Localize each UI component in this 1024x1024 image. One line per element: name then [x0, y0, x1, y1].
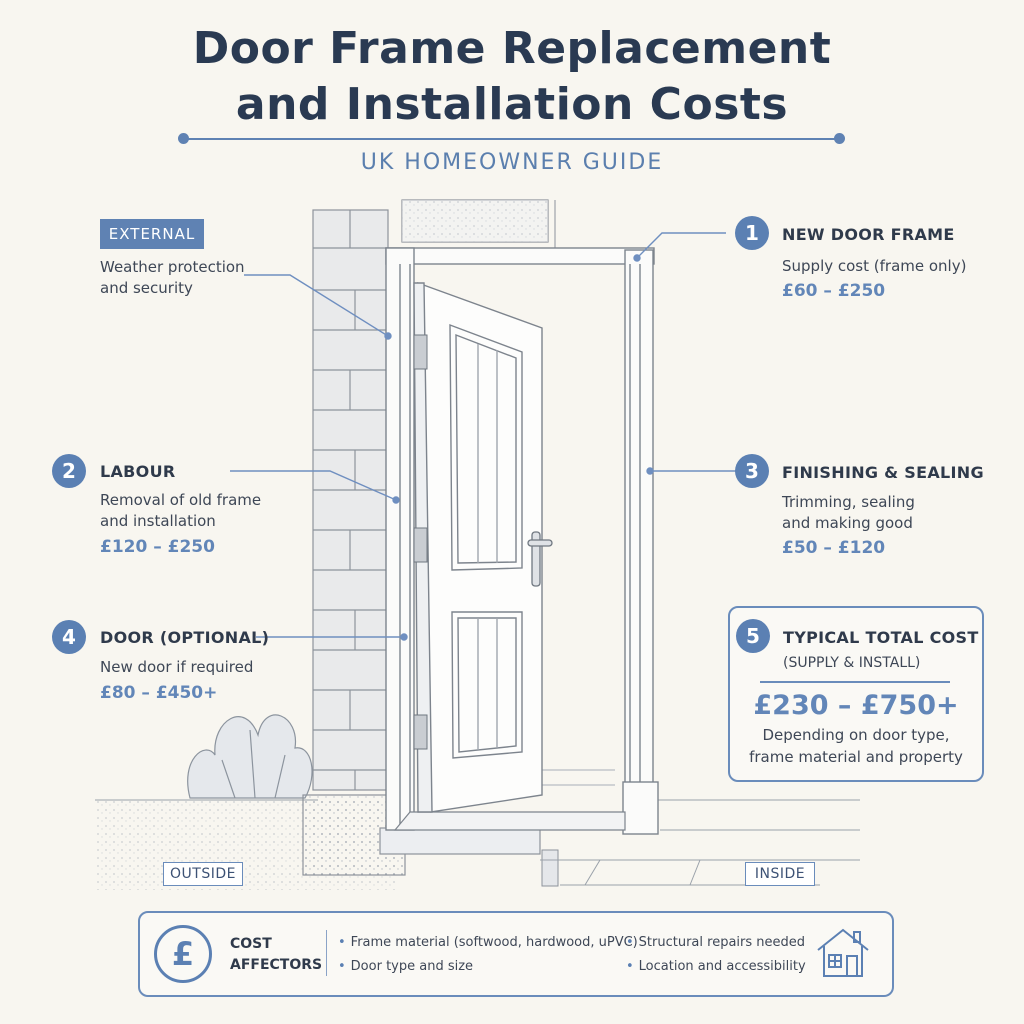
callout-1-number-badge: 1 [735, 216, 769, 250]
cost-affectors-separator [326, 930, 327, 976]
callout-2-desc-line-2: and installation [100, 512, 216, 530]
shrub-illustration [187, 714, 313, 799]
leader-lines [230, 232, 738, 641]
callout-1-desc: Supply cost (frame only) [782, 257, 967, 275]
cost-affectors-title-line-2: AFFECTORS [230, 957, 323, 973]
brick-wall [312, 209, 389, 791]
callout-3-number-badge: 3 [735, 454, 769, 488]
callout-2-number-badge: 2 [52, 454, 86, 488]
callout-4-desc: New door if required [100, 658, 254, 676]
external-desc-line-2: and security [100, 279, 193, 297]
title-divider [183, 138, 839, 140]
callout-2-price: £120 – £250 [100, 537, 215, 557]
callout-3-price: £50 – £120 [782, 538, 886, 558]
page-title-line-1: Door Frame Replacement [192, 23, 832, 74]
outside-label: OUTSIDE [163, 862, 243, 886]
total-subheading: (SUPPLY & INSTALL) [783, 655, 921, 671]
page-title-line-2: and Installation Costs [235, 79, 789, 130]
callout-4-heading: DOOR (OPTIONAL) [100, 628, 270, 647]
total-note-line-2: frame material and property [749, 748, 963, 766]
callout-4-price: £80 – £450+ [100, 683, 218, 703]
external-tag: EXTERNAL [100, 219, 204, 249]
total-note-line-1: Depending on door type, [762, 726, 950, 744]
callout-1-heading: NEW DOOR FRAME [782, 225, 955, 244]
callout-4-number-badge: 4 [52, 620, 86, 654]
cost-affectors-title-line-1: COST [230, 936, 272, 952]
callout-2-heading: LABOUR [100, 462, 176, 481]
total-price: £230 – £750+ [753, 690, 959, 721]
inside-label: INSIDE [745, 862, 815, 886]
cost-affectors-title: COST AFFECTORS [230, 934, 322, 976]
door-frame [385, 247, 659, 835]
lintel [401, 199, 556, 250]
external-desc-line-1: Weather protection [100, 258, 245, 276]
callout-1-price: £60 – £250 [782, 281, 886, 301]
total-number-badge: 5 [736, 619, 770, 653]
house-icon [817, 928, 869, 977]
cost-affectors-panel [138, 911, 894, 997]
cost-affector-item: •Structural repairs needed [626, 935, 806, 950]
total-cost-box [728, 606, 984, 782]
cost-affector-item: •Door type and size [338, 959, 474, 974]
callout-2-desc-line-1: Removal of old frame [100, 491, 262, 509]
cost-affector-item: •Frame material (softwood, hardwood, uPV… [338, 935, 638, 950]
door-handle [527, 531, 553, 587]
cost-affector-item: •Location and accessibility [626, 959, 806, 974]
title-divider-dot-right [834, 133, 845, 144]
total-divider [760, 681, 950, 683]
page-subtitle: UK HOMEOWNER GUIDE [360, 150, 664, 175]
pound-coin-icon: £ [154, 925, 212, 983]
callout-3-desc-line-1: Trimming, sealing [782, 493, 915, 511]
interior-room [540, 255, 860, 886]
title-divider-dot-left [178, 133, 189, 144]
door-leaf [413, 281, 543, 813]
door-hinges [413, 334, 428, 750]
callout-3-heading: FINISHING & SEALING [782, 463, 984, 482]
threshold [393, 769, 626, 831]
total-heading: TYPICAL TOTAL COST [783, 628, 979, 647]
callout-3-desc-line-2: and making good [782, 514, 913, 532]
